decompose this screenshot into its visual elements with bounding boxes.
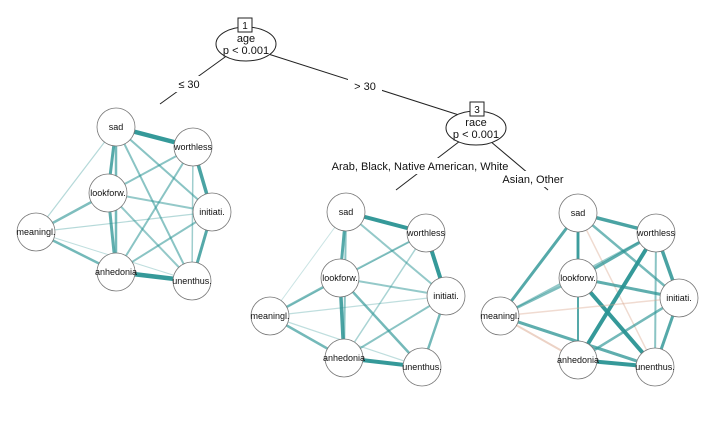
- network-node-sad: [558, 193, 598, 233]
- split-id-3: 3: [474, 105, 480, 116]
- network-edge: [35, 126, 117, 233]
- network-edge: [498, 211, 580, 318]
- network-edge: [269, 211, 347, 317]
- network-node-worthless: [636, 213, 676, 253]
- network-node-label: anhedonia: [323, 353, 365, 363]
- network-edge: [191, 146, 194, 282]
- network-node-worthless: [173, 127, 213, 167]
- edge-label-race-left: Arab, Black, Native American, White: [332, 161, 509, 173]
- network-node-label: anhedonia: [557, 355, 599, 365]
- network-node-label: lookforw.: [560, 273, 596, 283]
- network-node-lookforw: [88, 173, 128, 213]
- network-node-unenthus: [402, 347, 442, 387]
- split-id-1: 1: [242, 21, 248, 32]
- network-edge: [576, 276, 657, 369]
- split-pvalue-age: p < 0.001: [223, 45, 269, 57]
- network-edge: [343, 232, 427, 359]
- network-node-meaningl: [250, 296, 290, 336]
- network-edge: [115, 146, 194, 273]
- split-node-age: 1 age p < 0.001: [215, 17, 277, 62]
- network-node-label: unenthus.: [635, 362, 675, 372]
- network-node-sad: [96, 107, 136, 147]
- network-race-arab-black-native-white: sad worthless lookforw. initiati. meaningl. a…: [250, 192, 466, 387]
- network-age-le-30: sad worthless lookforw. initiati. meaningl. a…: [16, 107, 232, 301]
- network-node-label: sad: [339, 207, 354, 217]
- network-edge: [115, 126, 193, 282]
- network-node-anhedonia: [324, 338, 364, 378]
- network-node-label: meaningl.: [16, 227, 55, 237]
- network-edge: [35, 211, 213, 233]
- network-node-lookforw: [320, 258, 360, 298]
- network-edge: [577, 212, 656, 368]
- network-node-anhedonia: [96, 252, 136, 292]
- split-variable-race: race: [465, 117, 486, 129]
- split-pvalue-race: p < 0.001: [453, 129, 499, 141]
- network-node-label: initiati.: [666, 293, 692, 303]
- network-edge: [269, 295, 447, 317]
- network-edge: [115, 126, 213, 213]
- network-race-asian-other: sad worthless lookforw. initiati. meaningl. a…: [480, 193, 699, 387]
- network-node-label: meaningl.: [250, 311, 289, 321]
- network-edge: [654, 232, 657, 368]
- split-node-race: 3 race p < 0.001: [445, 101, 507, 146]
- network-edge: [576, 296, 681, 362]
- network-node-worthless: [406, 213, 446, 253]
- network-node-label: worthless: [173, 142, 213, 152]
- network-node-label: lookforw.: [90, 188, 126, 198]
- network-edge: [343, 295, 447, 359]
- network-node-label: meaningl.: [480, 311, 519, 321]
- network-node-label: unenthus.: [172, 276, 212, 286]
- network-node-label: initiati.: [433, 291, 459, 301]
- edge-label-age-right: > 30: [354, 81, 376, 93]
- network-node-label: sad: [109, 122, 124, 132]
- network-node-initiati: [659, 278, 699, 318]
- network-node-sad: [326, 192, 366, 232]
- network-node-label: sad: [571, 208, 586, 218]
- network-node-initiati: [192, 192, 232, 232]
- network-node-label: anhedonia: [95, 267, 137, 277]
- network-node-unenthus: [635, 347, 675, 387]
- network-edge: [345, 211, 447, 297]
- network-node-meaningl: [480, 296, 520, 336]
- network-edge: [499, 297, 680, 317]
- edge-label-race-right: Asian, Other: [502, 174, 563, 186]
- network-node-label: lookforw.: [322, 273, 358, 283]
- network-node-label: initiati.: [199, 207, 225, 217]
- split-variable-age: age: [237, 33, 255, 45]
- network-edge: [576, 231, 658, 362]
- network-edge: [107, 192, 193, 282]
- network-node-label: worthless: [406, 228, 446, 238]
- network-node-meaningl: [16, 212, 56, 252]
- network-node-anhedonia: [558, 340, 598, 380]
- network-edge: [576, 211, 681, 300]
- network-node-initiati: [426, 276, 466, 316]
- network-node-lookforw: [558, 258, 598, 298]
- network-node-label: worthless: [636, 228, 676, 238]
- network-node-label: unenthus.: [402, 362, 442, 372]
- edge-label-age-left: ≤ 30: [178, 79, 199, 91]
- network-edge: [338, 276, 424, 369]
- network-node-unenthus: [172, 261, 212, 301]
